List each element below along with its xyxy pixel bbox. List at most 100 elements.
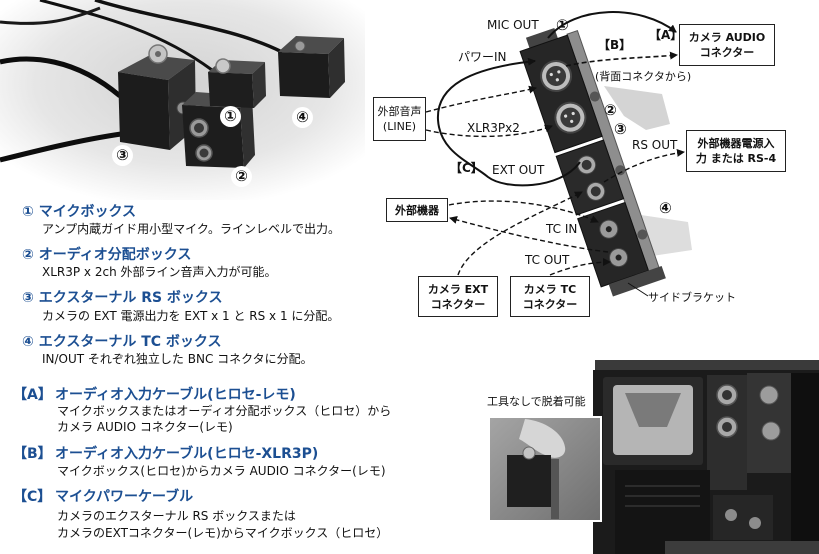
component-description: IN/OUT それぞれ独立した BNC コネクタに分配。 [42, 352, 313, 366]
component-heading-mic-box: ① マイクボックス [22, 204, 136, 220]
cable-description: カメラのエクスターナル RS ボックスまたは [57, 509, 296, 523]
v-mount-notch [625, 393, 681, 427]
label-rs-out: RS OUT [632, 138, 678, 152]
component-description: カメラの EXT 電源出力を EXT x 1 と RS x 1 に分配。 [42, 309, 340, 323]
component-title: オーディオ分配ボックス [38, 247, 192, 263]
photo-marker-three: ③ [112, 145, 133, 166]
bracket-knob [615, 165, 626, 176]
bnc-connector [749, 517, 761, 529]
cable [39, 0, 213, 72]
lemo-connector [577, 155, 597, 175]
lemo-connector [586, 181, 606, 201]
label-side-bracket: サイドブラケット [648, 291, 736, 304]
lemo-connector-inner [581, 159, 592, 170]
label-cable-b: 【B】 [598, 38, 632, 52]
xlr-pin [557, 70, 561, 74]
tc-out-line [449, 216, 609, 253]
label-mic-out: MIC OUT [487, 18, 539, 32]
component-number: ④ [22, 334, 34, 350]
inset-knob [522, 446, 536, 460]
box-line: 外部機器 [395, 203, 439, 217]
cable-heading-a: 【A】オーディオ入力ケーブル(ヒロセ-レモ) [13, 387, 296, 403]
xlr-connector-inner [546, 66, 567, 87]
mic-box-knob [215, 58, 231, 74]
camera-baseplate [665, 541, 819, 554]
cable-heading-c: 【C】マイクパワーケーブル [13, 489, 193, 505]
label-num-three: ③ [614, 120, 627, 138]
box-line: 外部音声 [377, 105, 422, 118]
cable-heading-b: 【B】オーディオ入力ケーブル(ヒロセ-XLR3P) [13, 446, 318, 462]
bnc-connector [599, 219, 619, 239]
component-number: ② [22, 247, 34, 263]
bracket-knob [637, 229, 648, 240]
vent-line [625, 505, 700, 507]
external-device-box: 外部機器 [386, 198, 448, 222]
camera-tc-connector-box: カメラ TC コネクター [510, 276, 590, 317]
bracket-knob [589, 91, 600, 102]
xlr-connector-inner [722, 422, 732, 432]
external-power-box: 外部機器電源入 力 または RS-4 [686, 130, 786, 172]
label-rear-note: (背面コネクタから) [595, 70, 692, 83]
inset-module [507, 455, 551, 507]
photo-caption: 工具なしで脱着可能 [487, 395, 586, 408]
bnc-connector [725, 509, 737, 521]
xlr-connector [540, 60, 573, 93]
label-cable-a: 【A】 [649, 28, 683, 42]
cable-title: マイクパワーケーブル [55, 489, 194, 505]
cable-tag: 【B】 [13, 446, 52, 462]
component-description: XLR3P x 2ch 外部ライン音声入力が可能。 [42, 265, 277, 279]
tc-in-line [448, 200, 599, 223]
box-line: コネクター [522, 297, 578, 311]
tc-box-top [278, 36, 344, 54]
xlr-pin [555, 78, 559, 82]
camera-side-hint [634, 214, 692, 256]
cable-description: マイクボックス(ヒロセ)からカメラ AUDIO コネクター(レモ) [57, 464, 386, 478]
xlr-pin [564, 114, 568, 118]
cable-title: オーディオ入力ケーブル(ヒロセ-レモ) [55, 387, 296, 403]
camera-top-plate [595, 360, 819, 372]
audio-box-side [240, 96, 255, 168]
photo-marker-two: ② [231, 166, 252, 187]
bnc-connector [609, 248, 629, 268]
photo-marker-four: ④ [292, 107, 313, 128]
label-power-in: パワーIN [458, 50, 507, 64]
cable-tag: 【A】 [13, 387, 52, 403]
label-tc-out: TC OUT [525, 253, 570, 267]
bnc-connector-inner [615, 254, 622, 261]
rs-box-knob-screw [155, 51, 161, 57]
xlr-pin [571, 111, 575, 116]
xlr-connector-inner [194, 123, 204, 133]
component-description: アンプ内蔵ガイド用小型マイク。ラインレベルで出力。 [42, 222, 340, 236]
label-num-one: ① [556, 16, 569, 34]
xlr-connector-inner [199, 148, 209, 158]
label-tc-in: TC IN [546, 222, 578, 236]
mic-box-front [208, 72, 254, 108]
cable-description: カメラのEXTコネクター(レモ)からマイクボックス（ヒロセ） [57, 526, 389, 540]
camera-rail [791, 373, 819, 554]
xlr-pin [549, 72, 553, 77]
audio-distribution-box [519, 34, 603, 154]
rs-box-front [118, 72, 170, 150]
bnc-connector [294, 40, 306, 52]
inset-hand [519, 419, 566, 458]
product-photo-boxes [0, 0, 365, 200]
tc-box [577, 201, 650, 288]
external-audio-line [425, 85, 537, 113]
photo-marker-one: ① [220, 106, 241, 127]
xlr-pin [570, 119, 574, 123]
camera-photo [488, 360, 819, 554]
xlr-connector-inner [722, 390, 732, 400]
cable-title: オーディオ入力ケーブル(ヒロセ-XLR3P) [55, 446, 319, 462]
camera-audio-connector-box: カメラ AUDIO コネクター [679, 24, 775, 66]
box-line: カメラ TC [523, 282, 577, 296]
label-xlr: XLR3Px2 [467, 121, 520, 135]
component-number: ① [22, 204, 34, 220]
lemo-connector-inner [590, 186, 601, 197]
cable [0, 6, 101, 25]
vent-line [625, 485, 700, 487]
box-line: カメラ EXT [427, 282, 489, 296]
cable-description: マイクボックスまたはオーディオ分配ボックス（ヒロセ）から [57, 404, 392, 418]
component-title: マイクボックス [38, 204, 137, 220]
tc-box-side [328, 38, 345, 98]
cable [94, 0, 283, 54]
